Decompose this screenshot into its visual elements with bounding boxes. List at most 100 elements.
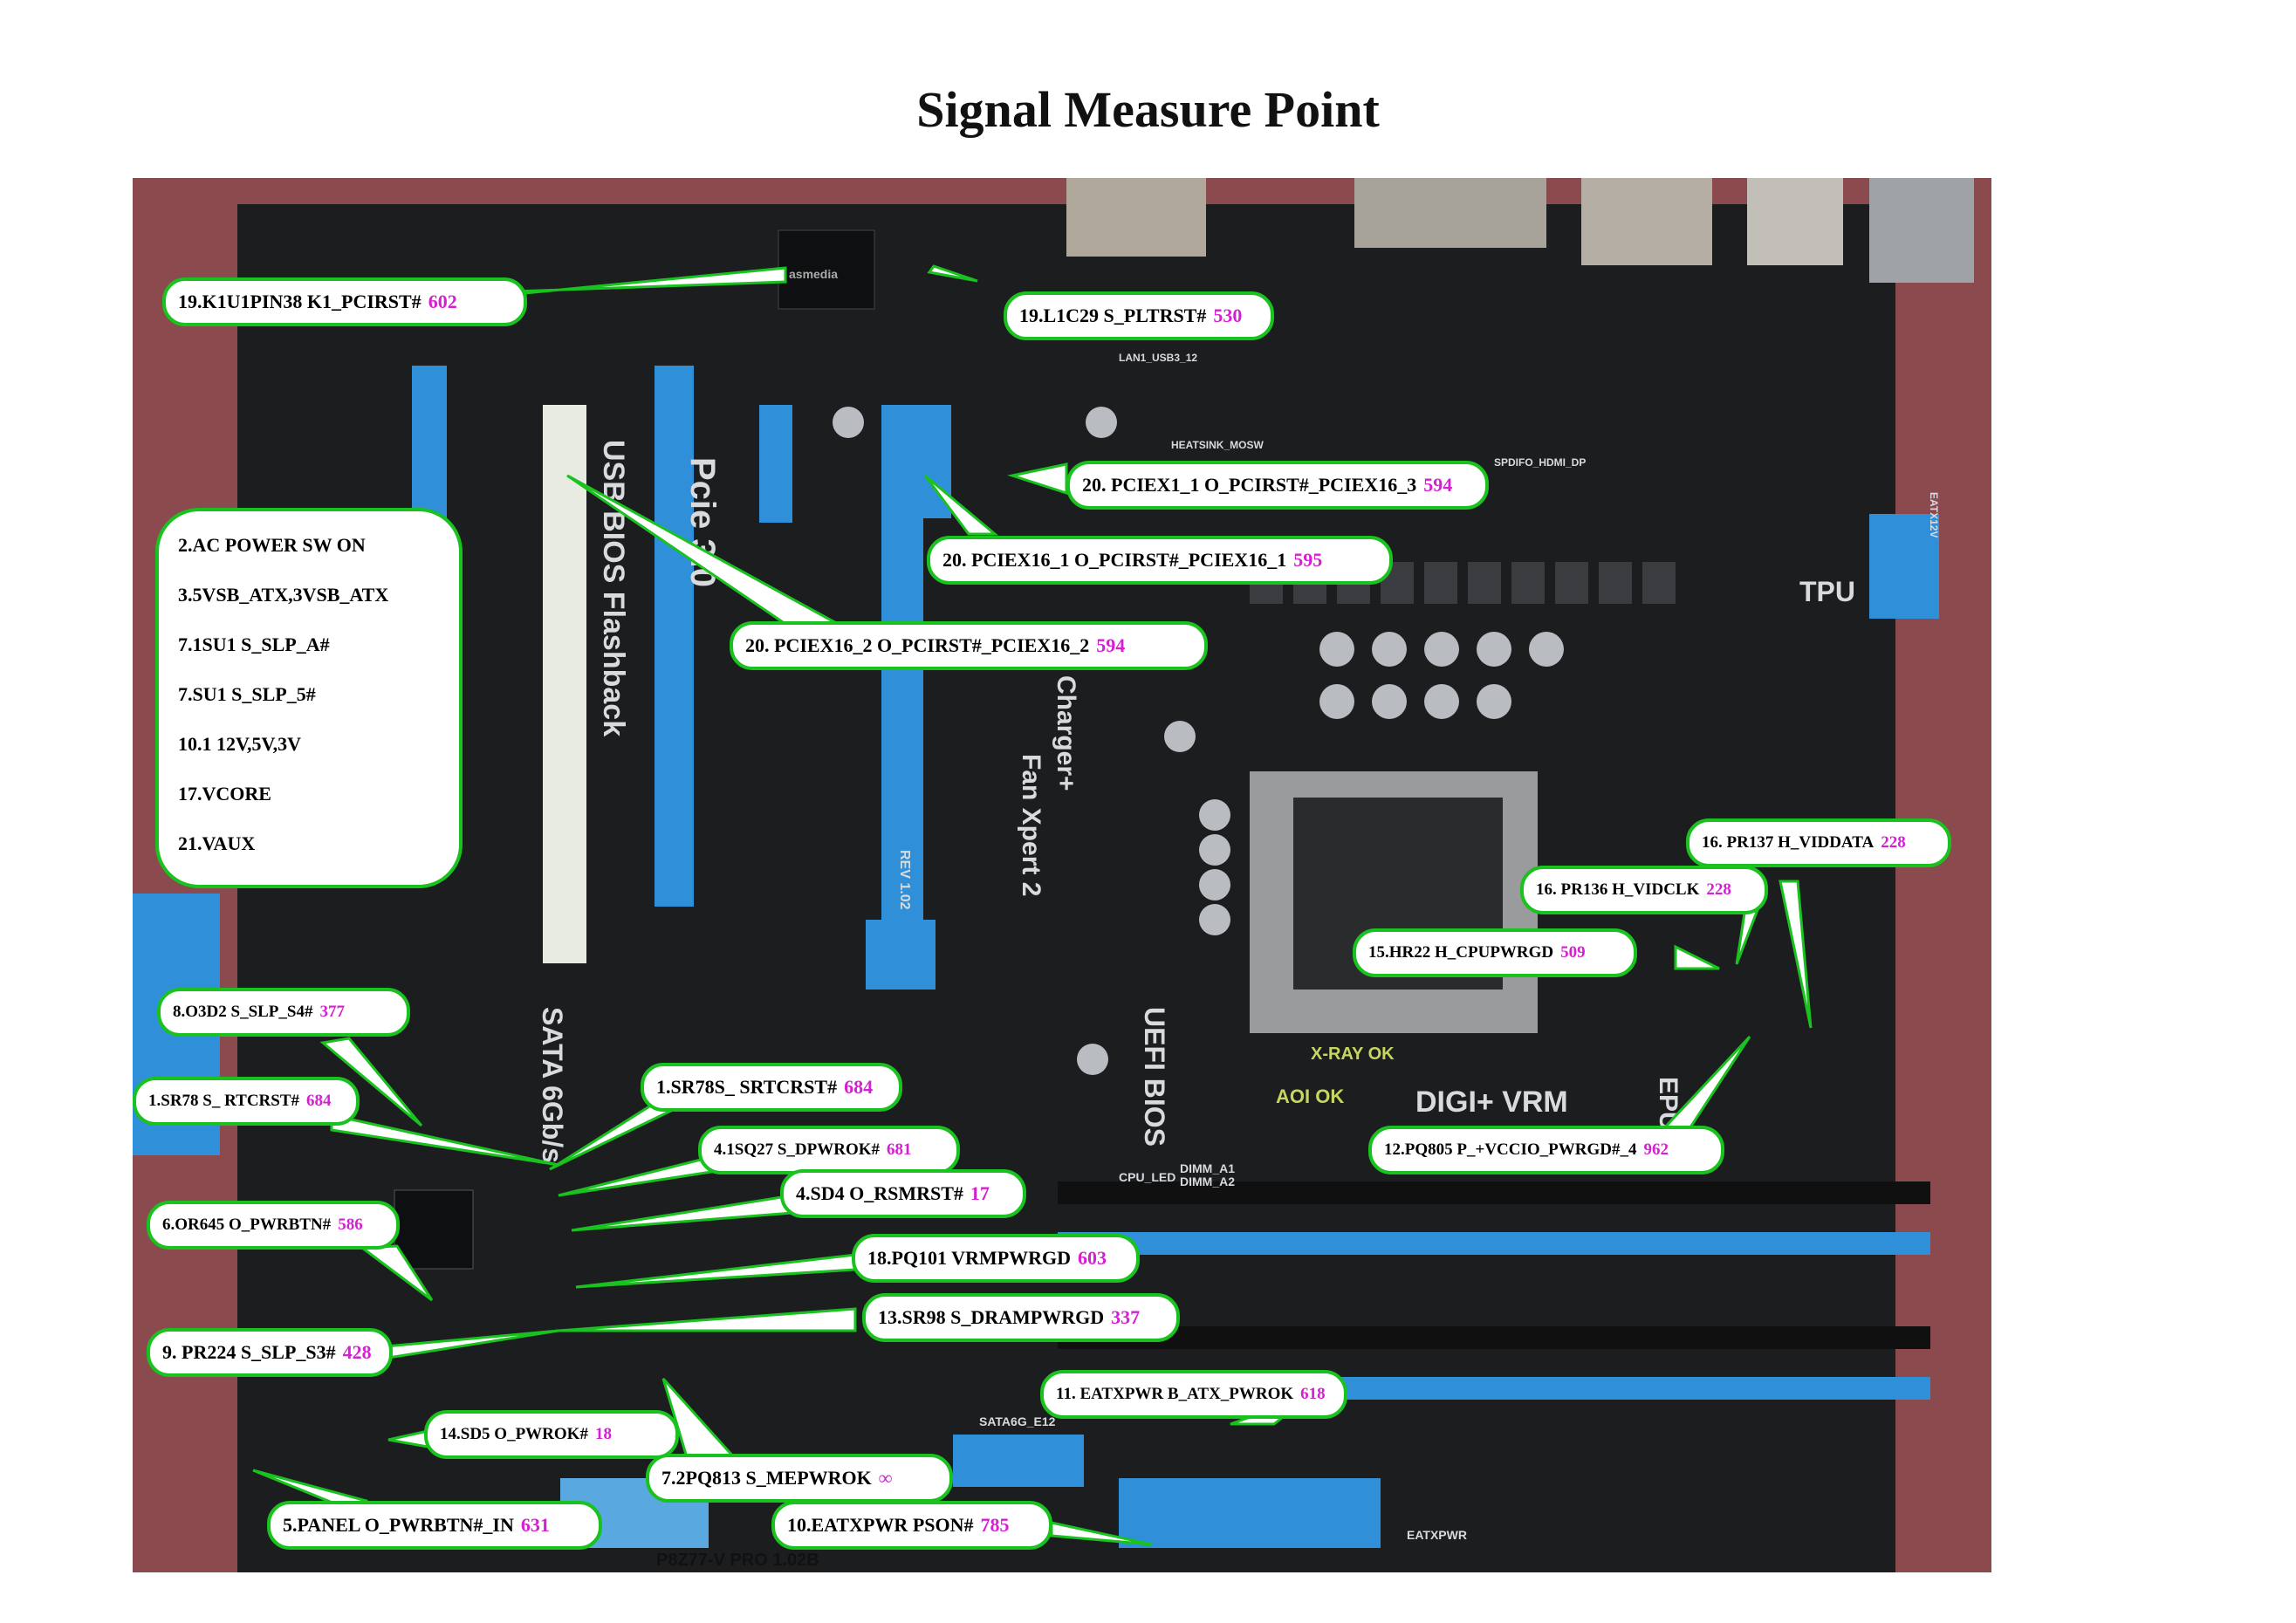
callout-1-sr78: 1.SR78 S_ RTCRST#684 bbox=[133, 1077, 360, 1126]
callout-value: 962 bbox=[1643, 1140, 1669, 1159]
callout-1-sr78s: 1.SR78S_ SRTCRST# 684 bbox=[641, 1063, 902, 1112]
callout-value: 228 bbox=[1881, 833, 1906, 852]
pcie-slots bbox=[412, 366, 951, 990]
silk-asmedia: asmedia bbox=[789, 267, 838, 281]
legend-item-vcore: 17.VCORE bbox=[178, 783, 271, 805]
callout-10-eatxpwr: 10.EATXPWR PSON#785 bbox=[771, 1501, 1052, 1550]
callout-label: 20. PCIEX1_1 O_PCIRST#_PCIEX16_3 bbox=[1082, 474, 1417, 496]
silk-lan: LAN1_USB3_12 bbox=[1119, 352, 1197, 364]
callout-label: 9. PR224 S_SLP_S3# bbox=[162, 1341, 336, 1363]
callout-value: 618 bbox=[1300, 1385, 1326, 1403]
pointer-20-pciex16-2 bbox=[566, 474, 839, 626]
callout-label: 19.L1C29 S_PLTRST# bbox=[1019, 305, 1207, 326]
silk-eatxpwr: EATXPWR bbox=[1407, 1528, 1467, 1542]
callout-value: 684 bbox=[844, 1076, 874, 1098]
callout-value: 631 bbox=[520, 1514, 550, 1536]
callout-value: 602 bbox=[428, 291, 457, 312]
silk-model: P8Z77-V PRO 1.02B bbox=[656, 1551, 819, 1570]
callout-19-l1c29: 19.L1C29 S_PLTRST#530 bbox=[1004, 291, 1274, 340]
callout-4-1sq27: 4.1SQ27 S_DPWROK# 681 bbox=[698, 1126, 960, 1174]
sata-ports bbox=[953, 1435, 1084, 1487]
callout-11-eatxpwr: 11. EATXPWR B_ATX_PWROK 618 bbox=[1040, 1370, 1347, 1419]
callout-20-pciex16-2: 20. PCIEX16_2 O_PCIRST#_PCIEX16_2 594 bbox=[730, 621, 1208, 670]
callout-label: 20. PCIEX16_2 O_PCIRST#_PCIEX16_2 bbox=[745, 634, 1090, 656]
callout-label: 5.PANEL O_PWRBTN#_IN bbox=[283, 1514, 514, 1536]
callout-value: 681 bbox=[887, 1140, 912, 1159]
callout-value: 595 bbox=[1293, 549, 1323, 571]
callout-5-panel: 5.PANEL O_PWRBTN#_IN 631 bbox=[267, 1501, 602, 1550]
silk-cpu-led: CPU_LED bbox=[1119, 1170, 1175, 1184]
vrm-chokes bbox=[1250, 562, 1676, 604]
callout-value: 594 bbox=[1096, 634, 1126, 656]
pointer-19-l1 bbox=[927, 264, 978, 283]
silk-usb-bios-flashback: USB BIOS Flashback bbox=[597, 440, 630, 736]
silk-xray: X-RAY OK bbox=[1311, 1044, 1395, 1064]
pointer-18 bbox=[575, 1253, 857, 1289]
super-io-chip bbox=[394, 1189, 474, 1270]
pointer-20-pciex16-1 bbox=[923, 474, 999, 536]
pointer-13 bbox=[558, 1307, 857, 1332]
callout-value: 785 bbox=[980, 1514, 1010, 1536]
pointer-14 bbox=[387, 1429, 429, 1448]
callout-value: 228 bbox=[1706, 880, 1731, 899]
pointer-6 bbox=[358, 1244, 434, 1302]
callout-18-pq101: 18.PQ101 VRMPWRGD 603 bbox=[852, 1234, 1140, 1283]
callout-label: 16. PR136 H_VIDCLK bbox=[1536, 880, 1700, 899]
pointer-9 bbox=[365, 1329, 559, 1363]
callout-label: 6.OR645 O_PWRBTN# bbox=[162, 1216, 332, 1234]
callout-13-sr98: 13.SR98 S_DRAMPWRGD 337 bbox=[862, 1293, 1180, 1342]
callout-8-o3d2: 8.O3D2 S_SLP_S4# 377 bbox=[157, 988, 410, 1037]
pointer-15 bbox=[1674, 944, 1720, 970]
callout-label: 1.SR78 S_ RTCRST# bbox=[148, 1092, 300, 1110]
legend-item-5vsb: 3.5VSB_ATX,3VSB_ATX bbox=[178, 584, 389, 606]
callout-16-pr136: 16. PR136 H_VIDCLK 228 bbox=[1520, 866, 1768, 914]
callout-20-pciex16-1: 20. PCIEX16_1 O_PCIRST#_PCIEX16_1 595 bbox=[927, 536, 1393, 585]
pointer-10 bbox=[1050, 1521, 1153, 1546]
callout-label: 4.1SQ27 S_DPWROK# bbox=[714, 1140, 881, 1159]
pointer-4-sd4 bbox=[571, 1194, 794, 1232]
callout-7-2pq813: 7.2PQ813 S_MEPWROK∞ bbox=[646, 1454, 953, 1503]
callout-value: 428 bbox=[342, 1341, 372, 1363]
callout-value: 603 bbox=[1078, 1247, 1107, 1269]
callout-value: 18 bbox=[594, 1425, 612, 1443]
callout-label: 1.SR78S_ SRTCRST# bbox=[656, 1076, 838, 1098]
callout-label: 8.O3D2 S_SLP_S4# bbox=[173, 1003, 313, 1021]
pointer-4-1 bbox=[558, 1155, 713, 1197]
pointer-19-k1 bbox=[487, 266, 787, 298]
callout-value: 337 bbox=[1111, 1306, 1141, 1328]
eatxpwr-connector bbox=[1119, 1478, 1381, 1548]
rear-io-ports bbox=[1066, 178, 1974, 283]
pointer-20-pciex1 bbox=[1007, 462, 1068, 496]
callout-label: 13.SR98 S_DRAMPWRGD bbox=[878, 1306, 1105, 1328]
legend-item-slp-a: 7.1SU1 S_SLP_A# bbox=[178, 633, 330, 655]
power-sequence-legend: 2.AC POWER SW ON 3.5VSB_ATX,3VSB_ATX 7.1… bbox=[155, 508, 463, 888]
callout-label: 4.SD4 O_RSMRST# bbox=[796, 1182, 963, 1204]
capacitors bbox=[833, 407, 1564, 1075]
silk-dimm-a1: DIMM_A1 bbox=[1180, 1161, 1235, 1175]
silk-charger: Charger+ bbox=[1052, 675, 1080, 791]
callout-16-pr137: 16. PR137 H_VIDDATA 228 bbox=[1686, 818, 1951, 867]
callout-label: 11. EATXPWR B_ATX_PWROK bbox=[1056, 1385, 1294, 1403]
callout-label: 16. PR137 H_VIDDATA bbox=[1702, 833, 1874, 852]
silk-eatx12v: EATX12V bbox=[1928, 492, 1940, 538]
callout-value: 17 bbox=[970, 1182, 990, 1204]
callout-value: 377 bbox=[319, 1003, 345, 1021]
legend-item-vaux: 21.VAUX bbox=[178, 832, 256, 854]
silk-fan-xpert: Fan Xpert 2 bbox=[1017, 754, 1045, 896]
callout-label: 20. PCIEX16_1 O_PCIRST#_PCIEX16_1 bbox=[942, 549, 1287, 571]
silk-uefi-bios: UEFI BIOS bbox=[1139, 1007, 1170, 1147]
pointer-16-vid bbox=[1779, 880, 1813, 1029]
silk-sata: SATA 6Gb/s bbox=[537, 1007, 568, 1163]
silk-digi-vrm: DIGI+ VRM bbox=[1415, 1085, 1568, 1119]
silk-sata6g: SATA6G_E12 bbox=[979, 1414, 1056, 1428]
callout-label: 15.HR22 H_CPUPWRGD bbox=[1368, 943, 1554, 962]
callout-value: 594 bbox=[1423, 474, 1453, 496]
callout-label: 18.PQ101 VRMPWRGD bbox=[867, 1247, 1072, 1269]
callout-label: 14.SD5 O_PWROK# bbox=[440, 1425, 588, 1443]
silk-tpu: TPU bbox=[1799, 576, 1855, 607]
callout-label: 19.K1U1PIN38 K1_PCIRST# bbox=[178, 291, 422, 312]
callout-value: ∞ bbox=[878, 1467, 893, 1489]
